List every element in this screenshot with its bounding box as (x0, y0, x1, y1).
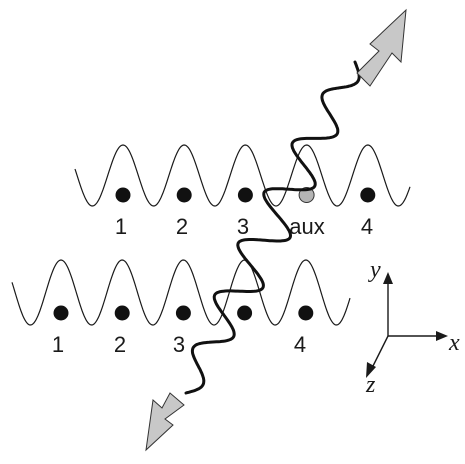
upper-site-label: 2 (176, 214, 188, 239)
lower-site-label: 4 (294, 332, 306, 357)
upper-site-label: aux (289, 214, 324, 239)
upper-lattice-potential (74, 144, 411, 207)
lower-lattice: 1 2 3 4 (11, 259, 351, 357)
upper-site-label: 3 (237, 214, 249, 239)
lower-site-label: 2 (114, 332, 126, 357)
upper-site-label: 1 (115, 214, 127, 239)
x-axis-label: x (448, 330, 460, 356)
lower-atom (237, 305, 253, 321)
y-axis-arrowhead (383, 272, 393, 284)
upper-atom (176, 187, 192, 203)
coordinate-axes: y x z (365, 257, 460, 398)
upper-atom (237, 187, 253, 203)
upper-atom (115, 187, 131, 203)
upper-site-label: 4 (361, 214, 373, 239)
z-axis-arrowhead (366, 362, 376, 378)
arrow-down-left-icon (145, 392, 185, 452)
lower-site-label: 3 (173, 332, 185, 357)
photon-wave-packet (184, 60, 361, 395)
x-axis-arrowhead (436, 331, 448, 341)
lower-atom (114, 305, 130, 321)
z-axis-label: z (365, 372, 376, 398)
y-axis-label: y (368, 257, 381, 283)
arrow-up-right-icon (356, 8, 407, 87)
lower-lattice-atoms (53, 305, 314, 321)
upper-lattice: 1 2 3 aux 4 (74, 144, 411, 239)
lower-atom (53, 305, 69, 321)
upper-atom (360, 187, 376, 203)
lower-atom (175, 305, 191, 321)
lower-lattice-potential (11, 259, 351, 326)
upper-lattice-labels: 1 2 3 aux 4 (115, 214, 373, 239)
z-axis-line (371, 335, 389, 369)
upper-lattice-atoms (115, 187, 376, 203)
lower-atom (298, 305, 314, 321)
lower-site-label: 1 (52, 332, 64, 357)
lower-lattice-labels: 1 2 3 4 (52, 332, 306, 357)
